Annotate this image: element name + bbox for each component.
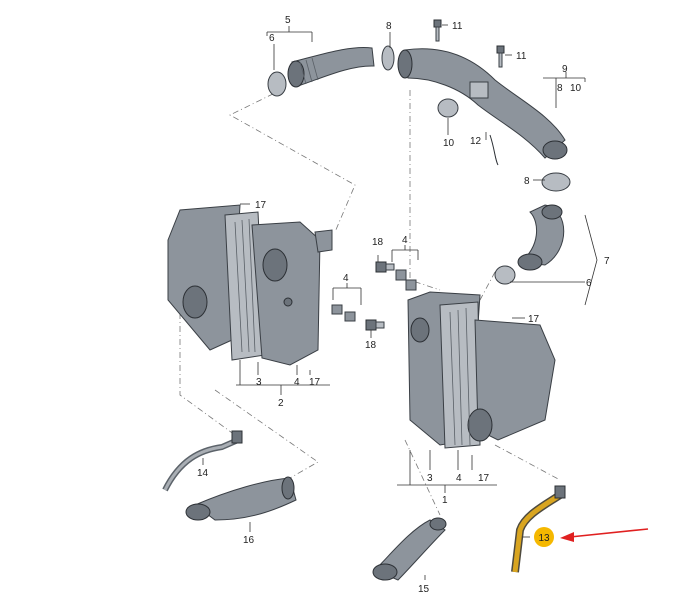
callout-18: 18 xyxy=(365,340,377,351)
callout-8: 8 xyxy=(524,176,530,187)
callout-13: 13 xyxy=(538,533,550,544)
callout-5: 5 xyxy=(285,15,291,26)
highlighted-hose-13 xyxy=(511,485,566,573)
air-filter-housing-left xyxy=(167,204,333,366)
air-filter-housing-right xyxy=(407,291,556,449)
callout-9: 9 xyxy=(562,64,568,75)
callout-1: 1 xyxy=(442,495,448,506)
callout-15: 15 xyxy=(418,584,430,595)
callout-10: 10 xyxy=(443,138,455,149)
callout-10: 10 xyxy=(570,83,582,94)
grommets-and-bolts xyxy=(331,261,417,331)
breather-hose xyxy=(162,430,243,492)
callout-4: 4 xyxy=(294,377,300,388)
callout-3: 3 xyxy=(256,377,262,388)
bolt-icon xyxy=(433,19,505,68)
pointer-arrow xyxy=(560,528,649,542)
intake-elbow-pipe xyxy=(494,204,565,285)
lower-air-duct xyxy=(185,476,297,521)
callout-2: 2 xyxy=(278,398,284,409)
callout-7: 7 xyxy=(604,256,610,267)
callout-17: 17 xyxy=(255,200,267,211)
callout-11: 11 xyxy=(452,21,463,32)
assembly-lines xyxy=(179,87,561,516)
callout-18: 18 xyxy=(372,237,384,248)
upper-air-duct xyxy=(397,19,571,192)
callout-14: 14 xyxy=(197,468,209,479)
callout-8: 8 xyxy=(386,21,392,32)
callout-4: 4 xyxy=(343,273,349,284)
callout-17: 17 xyxy=(528,314,540,325)
lower-air-duct-2 xyxy=(372,517,447,581)
callout-12: 12 xyxy=(470,136,482,147)
callout-17: 17 xyxy=(309,377,321,388)
callout-4: 4 xyxy=(402,235,408,246)
callout-11: 11 xyxy=(516,51,527,62)
callout-17: 17 xyxy=(478,473,490,484)
callout-6: 6 xyxy=(586,278,592,289)
callout-13-bubble: 13 xyxy=(534,527,554,547)
callout-4: 4 xyxy=(456,473,462,484)
callout-6: 6 xyxy=(269,33,275,44)
callout-8: 8 xyxy=(557,83,563,94)
callout-3: 3 xyxy=(427,473,433,484)
callout-labels: 5 6 8 11 11 9 8 10 10 12 8 7 6 17 17 18 … xyxy=(197,15,610,595)
callout-16: 16 xyxy=(243,535,255,546)
upper-intake-hose xyxy=(267,45,395,97)
leader-lines xyxy=(202,24,598,580)
